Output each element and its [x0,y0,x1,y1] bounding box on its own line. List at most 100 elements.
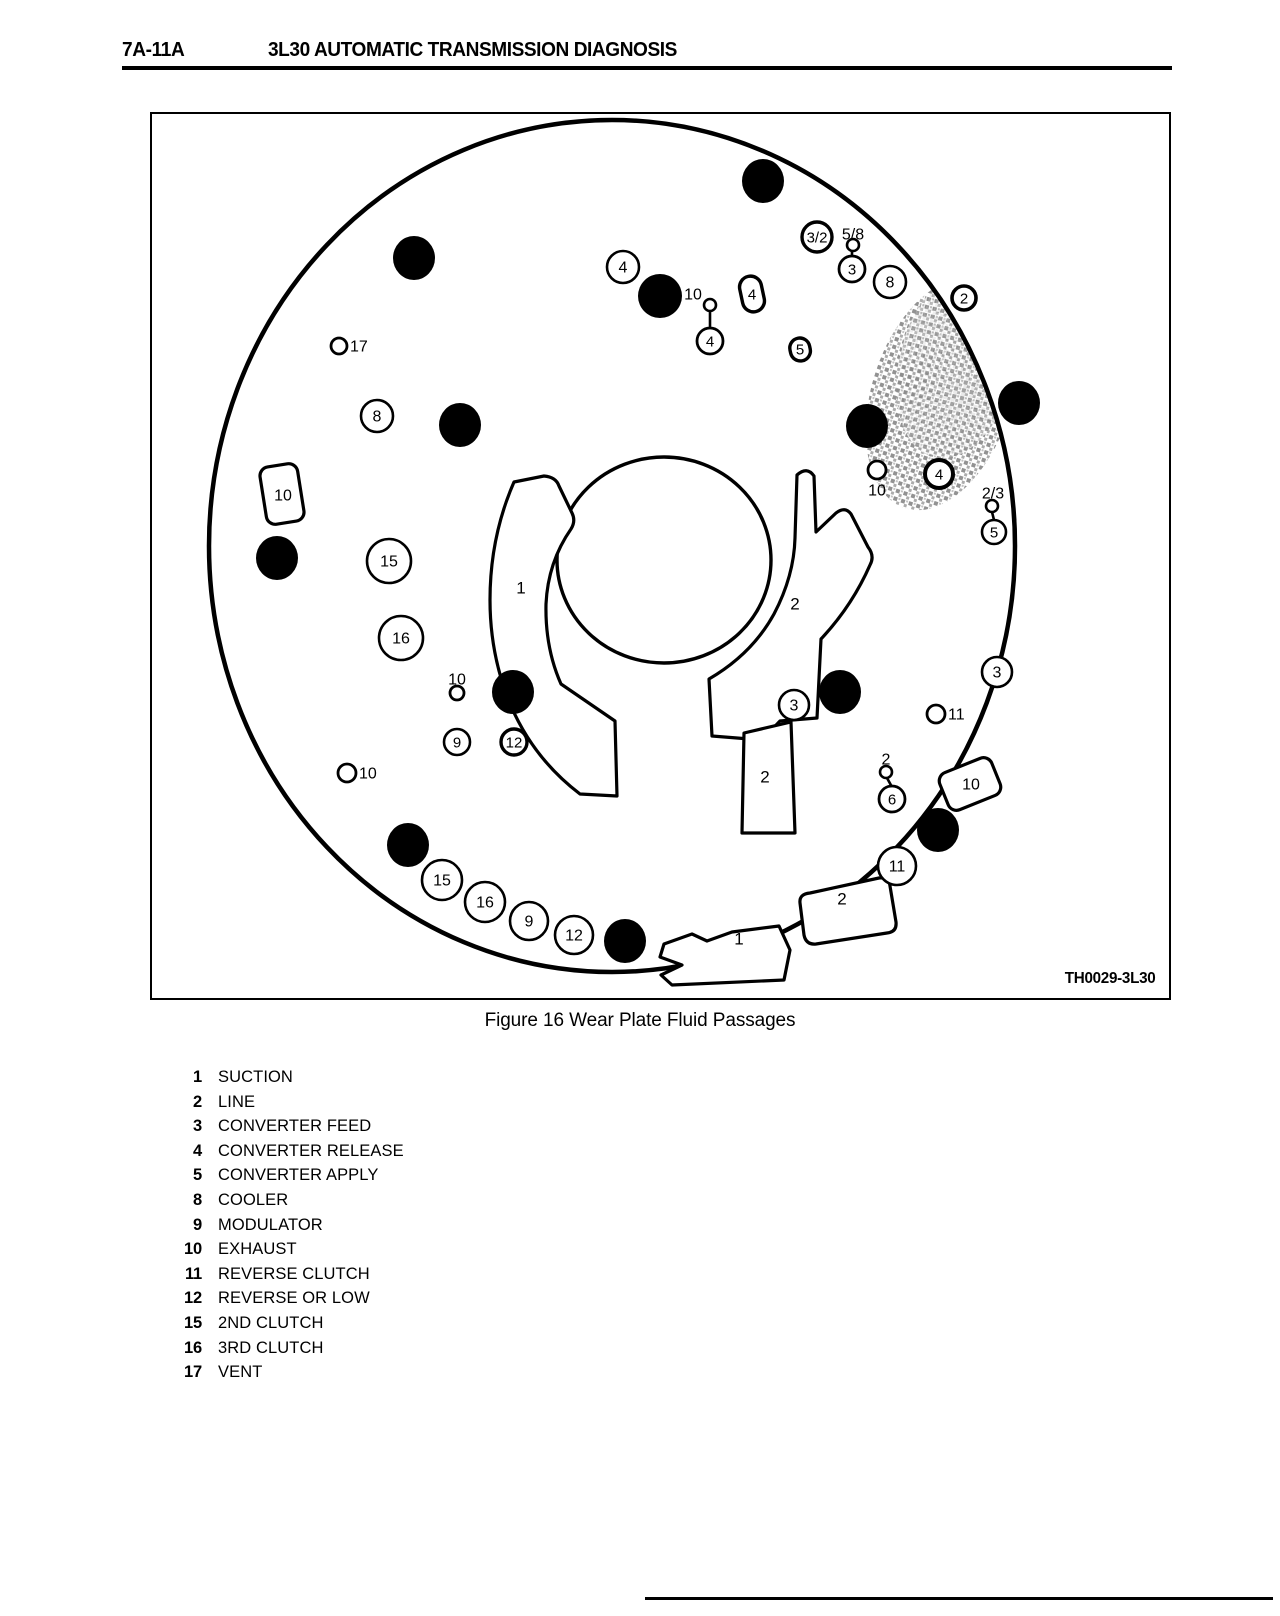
solid-hole [998,381,1040,425]
center-bore [555,455,773,665]
svg-text:9: 9 [453,735,461,752]
legend-label: REVERSE CLUTCH [218,1264,370,1283]
circled-marker-group: 4 3/2 3 8 2 8 4 15 16 [359,220,1014,956]
passage-label-1: 1 [516,579,525,598]
solid-hole [604,919,646,963]
hole-exhaust-10-mid [448,684,466,702]
marker-box-10-right [937,756,1003,812]
legend-label: CONVERTER APPLY [218,1166,379,1185]
page-title: 3L30 AUTOMATIC TRANSMISSION DIAGNOSIS [268,38,677,61]
svg-text:15: 15 [380,554,398,571]
hole-reverse-clutch-11 [925,703,947,725]
svg-text:9: 9 [525,914,534,931]
legend-number: 8 [193,1190,202,1209]
solid-hole [917,808,959,852]
legend-number: 2 [193,1092,202,1111]
svg-text:16: 16 [392,631,410,648]
legend-number: 10 [184,1240,202,1259]
solid-hole [439,403,481,447]
marker-circle-3-center [777,688,811,722]
plate-outline [206,117,1018,975]
marker-box-10-left [258,462,306,526]
svg-text:12: 12 [506,735,523,752]
svg-text:10: 10 [274,488,292,505]
svg-text:10: 10 [962,777,980,794]
list-item: 16 3RD CLUTCH [168,1339,688,1364]
legend-number: 5 [193,1166,202,1185]
hole-line-2 [878,764,894,780]
hole-exhaust-10-low [336,762,358,784]
marker-circle-9-arc [508,900,550,942]
hole-vent-17 [329,336,349,356]
passage-label-2-lower: 2 [760,768,769,787]
solid-hole [846,404,888,448]
legend-number: 11 [184,1264,202,1283]
svg-text:3/2: 3/2 [807,230,828,247]
passage-shape-2 [707,469,874,742]
svg-text:10: 10 [448,672,466,689]
svg-text:10: 10 [868,483,886,500]
marker-circle-16-arc [463,880,507,924]
marker-circle-16-left [377,614,425,662]
svg-text:4: 4 [935,467,943,484]
legend-number: 15 [184,1313,202,1332]
svg-text:15: 15 [433,873,451,890]
solid-hole [819,670,861,714]
boxed-marker-group: 10 10 4 5 [258,274,1003,812]
marker-oval-5 [788,336,813,363]
svg-text:2/3: 2/3 [982,486,1004,503]
svg-text:8: 8 [373,409,382,426]
passage-label-group: 1 2 2 2 1 [516,579,846,949]
svg-text:10: 10 [684,287,702,304]
marker-circle-11-arc [876,845,918,887]
figure-frame: 4 3/2 3 8 2 8 4 15 16 [150,112,1171,1000]
marker-oval-4 [737,274,767,314]
marker-circle-12-arc [553,914,595,956]
svg-text:4: 4 [706,334,714,351]
legend-label: VENT [218,1363,263,1382]
svg-text:3: 3 [790,698,799,715]
legend-number: 17 [184,1363,202,1382]
hole-exhaust-10-upper [702,297,718,313]
solid-hole [742,159,784,203]
hole-5-8 [845,237,861,253]
marker-circle-12-mid [499,727,529,757]
svg-text:10: 10 [359,766,377,783]
solid-hole [387,823,429,867]
hole-exhaust-10-right [866,459,888,481]
open-hole-group: 17 10 5/8 10 2/3 10 11 2 [329,227,1004,788]
list-item: 11 REVERSE CLUTCH [168,1265,688,1290]
legend-label: COOLER [218,1190,289,1209]
svg-text:5/8: 5/8 [842,227,864,244]
legend-number: 1 [193,1068,202,1086]
marker-circle-15-left [365,537,413,585]
list-item: 5 CONVERTER APPLY [168,1166,688,1191]
svg-text:16: 16 [476,895,494,912]
marker-circle-8-upper [872,264,908,300]
legend-number: 16 [184,1338,202,1357]
solid-hole [393,236,435,280]
svg-text:8: 8 [886,275,895,292]
passage-label-2-arc: 2 [837,890,846,909]
list-item: 1 SUCTION [168,1068,688,1093]
svg-text:5: 5 [990,525,998,542]
svg-text:2: 2 [882,752,891,769]
legend-label: 3RD CLUTCH [218,1338,324,1357]
solid-hole-group [256,159,1040,963]
figure-code: TH0029-3L30 [1064,970,1155,987]
legend-label: EXHAUST [218,1240,297,1259]
legend-label: REVERSE OR LOW [218,1289,370,1308]
passage-shape-1 [488,474,619,798]
footer-rule [645,1597,1273,1600]
legend-label: SUCTION [218,1068,293,1086]
svg-text:17: 17 [350,339,368,356]
svg-text:5: 5 [796,342,804,359]
marker-circle-4 [605,249,641,285]
svg-text:11: 11 [948,707,965,724]
solid-hole [638,274,682,318]
